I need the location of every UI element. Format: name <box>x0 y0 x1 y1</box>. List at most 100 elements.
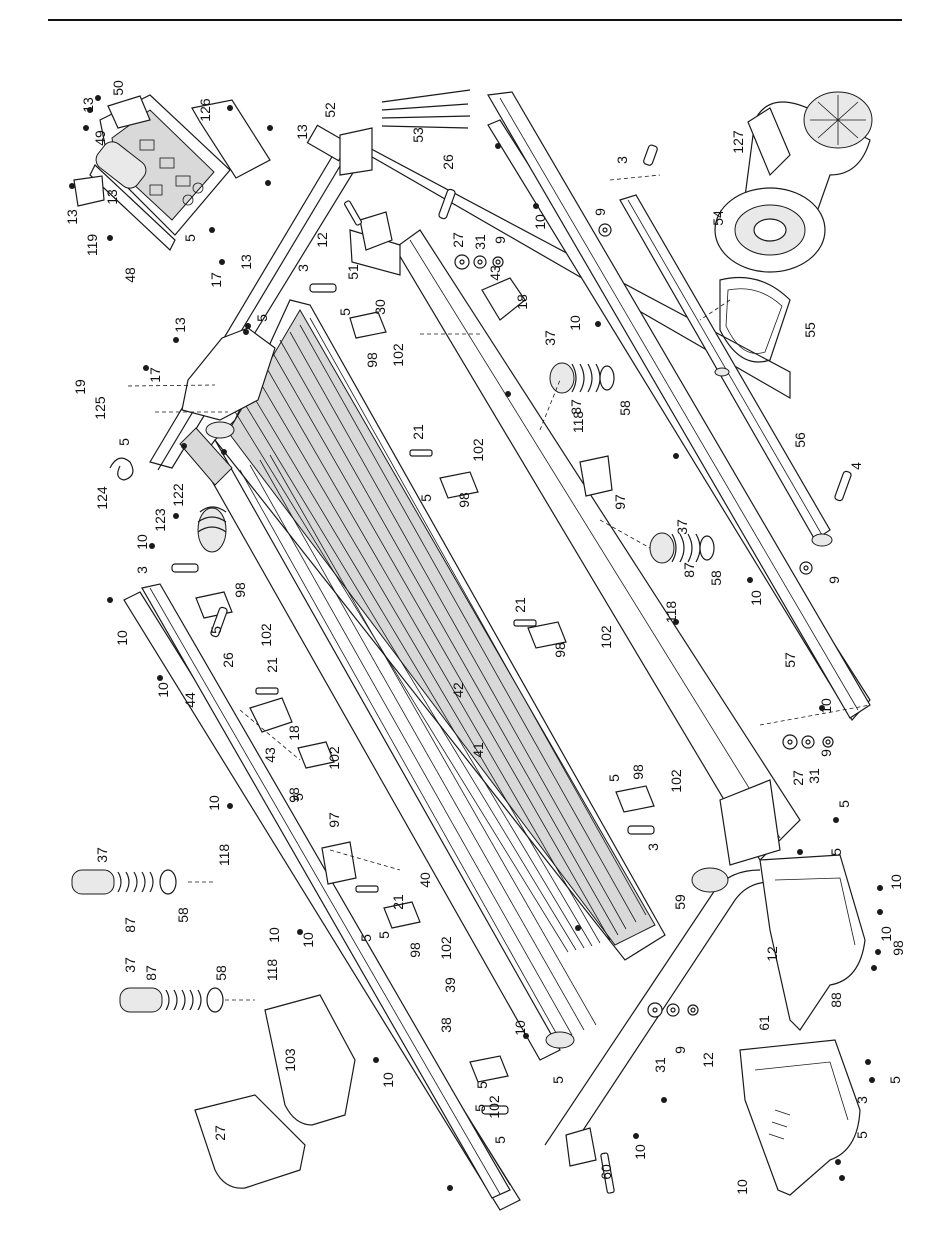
part-label-98: 98 <box>890 940 906 956</box>
part-label-37: 37 <box>122 957 138 973</box>
part-label-10: 10 <box>266 927 282 943</box>
part-label-58: 58 <box>175 907 191 923</box>
part-label-9: 9 <box>492 236 508 244</box>
part-label-118: 118 <box>570 411 586 434</box>
part-label-21: 21 <box>264 657 280 673</box>
part-label-5: 5 <box>836 800 852 808</box>
part-label-10: 10 <box>512 1020 528 1036</box>
part-label-9: 9 <box>672 1046 688 1054</box>
part-label-10: 10 <box>878 926 894 942</box>
part-label-88: 88 <box>828 992 844 1008</box>
part-label-58: 58 <box>213 965 229 981</box>
part-label-13: 13 <box>172 317 188 333</box>
part-label-98: 98 <box>232 582 248 598</box>
part-label-5: 5 <box>418 494 434 502</box>
part-label-21: 21 <box>410 424 426 440</box>
side-rails <box>141 91 871 1199</box>
part-label-9: 9 <box>818 749 834 757</box>
part-label-98: 98 <box>630 764 646 780</box>
isolator-springs <box>71 362 715 1013</box>
part-label-122: 122 <box>170 483 186 507</box>
part-label-38: 38 <box>438 1017 454 1033</box>
part-label-10: 10 <box>734 1179 750 1195</box>
part-label-59: 59 <box>672 894 688 910</box>
part-label-21: 21 <box>512 597 528 613</box>
part-label-102: 102 <box>438 936 454 960</box>
part-label-119: 119 <box>84 234 100 257</box>
part-label-3: 3 <box>614 156 630 164</box>
part-label-50: 50 <box>110 80 126 96</box>
part-label-31: 31 <box>472 234 488 250</box>
part-label-60: 60 <box>598 1164 614 1180</box>
part-label-3: 3 <box>295 264 311 272</box>
part-label-5: 5 <box>606 774 622 782</box>
part-label-10: 10 <box>632 1144 648 1160</box>
part-label-17: 17 <box>147 367 163 383</box>
part-label-41: 41 <box>470 742 486 758</box>
part-label-49: 49 <box>92 130 108 146</box>
part-label-48: 48 <box>122 267 138 283</box>
part-label-118: 118 <box>264 959 280 982</box>
part-label-5: 5 <box>376 931 392 939</box>
part-label-12: 12 <box>314 232 330 248</box>
part-label-40: 40 <box>417 872 433 888</box>
part-label-10: 10 <box>380 1072 396 1088</box>
part-label-98: 98 <box>552 642 568 658</box>
part-label-102: 102 <box>598 625 614 649</box>
part-label-118: 118 <box>216 844 232 867</box>
part-label-102: 102 <box>470 438 486 462</box>
part-label-9: 9 <box>592 208 608 216</box>
part-label-10: 10 <box>888 874 904 890</box>
part-label-87: 87 <box>681 562 697 578</box>
part-label-10: 10 <box>114 630 130 646</box>
motor-controller-board <box>73 94 271 251</box>
part-label-43: 43 <box>487 265 503 281</box>
part-label-39: 39 <box>442 977 458 993</box>
part-label-127: 127 <box>730 130 746 154</box>
part-label-102: 102 <box>668 769 684 793</box>
part-label-37: 37 <box>94 847 110 863</box>
part-label-27: 27 <box>212 1125 228 1141</box>
part-label-3: 3 <box>854 1096 870 1104</box>
part-label-97: 97 <box>326 812 342 828</box>
part-label-3: 3 <box>134 566 150 574</box>
part-label-102: 102 <box>258 623 274 647</box>
part-label-27: 27 <box>450 232 466 248</box>
part-label-3: 3 <box>645 843 661 851</box>
part-label-102: 102 <box>390 343 406 367</box>
part-label-9: 9 <box>826 576 842 584</box>
part-label-10: 10 <box>300 932 316 948</box>
part-label-58: 58 <box>708 570 724 586</box>
part-label-42: 42 <box>450 682 466 698</box>
part-label-126: 126 <box>197 98 213 122</box>
rubber-feet-pads <box>194 994 356 1189</box>
part-label-10: 10 <box>206 795 222 811</box>
part-label-31: 31 <box>806 768 822 784</box>
part-label-5: 5 <box>208 626 224 634</box>
rear-end-caps <box>691 779 866 1196</box>
part-label-5: 5 <box>337 308 353 316</box>
part-label-10: 10 <box>155 682 171 698</box>
part-label-37: 37 <box>674 519 690 535</box>
part-label-13: 13 <box>64 209 80 225</box>
part-label-124: 124 <box>94 486 110 510</box>
part-label-87: 87 <box>143 965 159 981</box>
part-label-5: 5 <box>182 234 198 242</box>
part-label-5: 5 <box>254 314 270 322</box>
part-label-98: 98 <box>364 352 380 368</box>
part-label-53: 53 <box>410 127 426 143</box>
part-label-13: 13 <box>104 189 120 205</box>
part-label-4: 4 <box>848 462 864 470</box>
part-label-19: 19 <box>72 379 88 395</box>
part-label-26: 26 <box>220 652 236 668</box>
part-label-98: 98 <box>456 492 472 508</box>
part-label-52: 52 <box>322 102 338 118</box>
part-label-55: 55 <box>802 322 818 338</box>
part-label-37: 37 <box>542 330 558 346</box>
part-label-5: 5 <box>492 1136 508 1144</box>
brackets <box>195 211 655 1167</box>
part-label-125: 125 <box>92 396 108 420</box>
